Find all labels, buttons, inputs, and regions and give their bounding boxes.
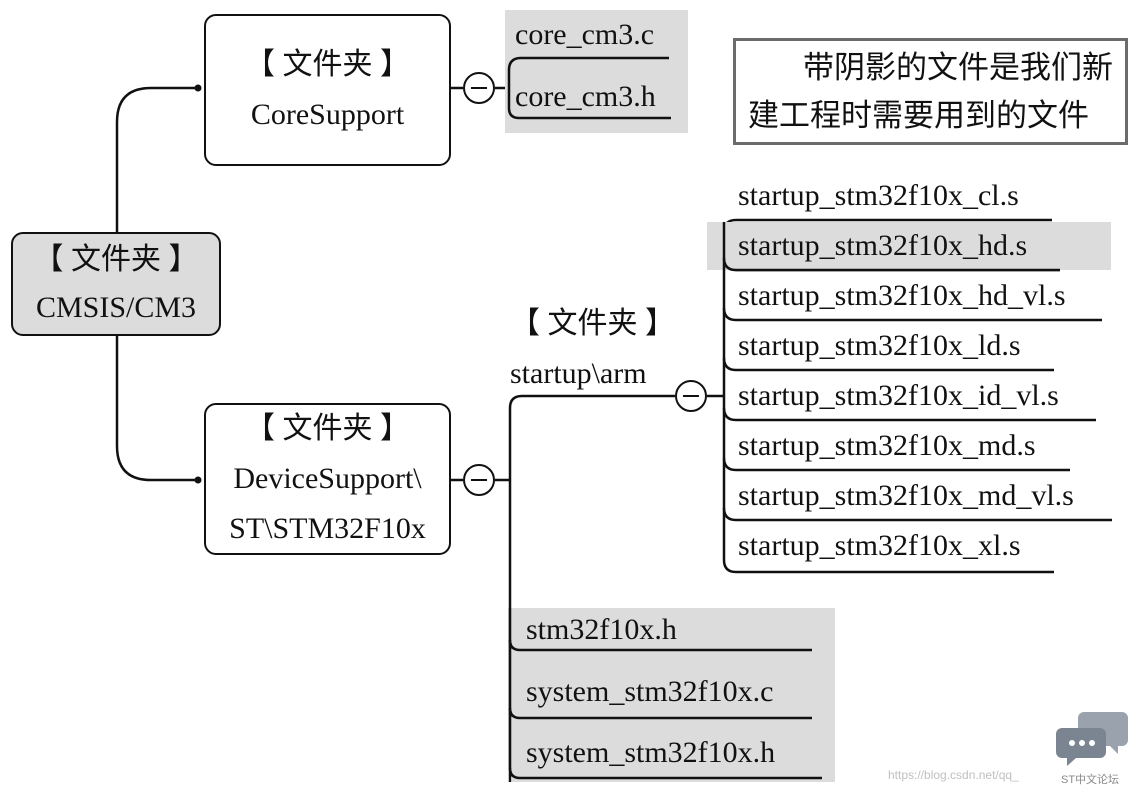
root-folder-tag: 【 文件夹 】 [33,243,199,276]
collapse-toggle-devicesupport[interactable] [463,464,495,496]
file-startup-id-vl: startup_stm32f10x_id_vl.s [738,379,1059,412]
collapse-toggle-coresupport[interactable] [463,72,495,104]
devicesupport-folder-name-1: DeviceSupport\ [233,462,422,495]
shade-device-files [512,608,835,782]
connector-root-core [115,86,197,232]
watermark-url: https://blog.csdn.net/qq_ [888,768,1019,782]
underline-startup-id-vl [722,407,1096,422]
legend-note-line2: 建工程时需要用到的文件 [748,98,1089,133]
file-startup-md: startup_stm32f10x_md.s [738,429,1036,462]
coresupport-folder-tag: 【 文件夹 】 [245,48,410,81]
file-core-cm3-c: core_cm3.c [515,18,655,51]
root-folder-node: 【 文件夹 】 CMSIS/CM3 [11,232,221,336]
watermark-brand: ST中文论坛 [1061,774,1120,786]
root-folder-name: CMSIS/CM3 [35,291,197,324]
arrow-dot-core [194,84,202,92]
coresupport-folder-name: CoreSupport [250,98,405,131]
devicesupport-folder-tag: 【 文件夹 】 [245,412,410,445]
file-system-stm32f10x-c: system_stm32f10x.c [526,675,774,708]
legend-note: 带阴影的文件是我们新 建工程时需要用到的文件 [733,38,1128,145]
coresupport-folder-node: 【 文件夹 】 CoreSupport [204,14,451,166]
connector-device-trunk [508,394,675,480]
file-startup-ld: startup_stm32f10x_ld.s [738,329,1021,362]
startup-arm-folder-name: startup\arm [510,357,647,390]
startup-arm-folder-tag: 【 文件夹 】 [510,307,675,340]
file-startup-hd-vl: startup_stm32f10x_hd_vl.s [738,279,1066,312]
devicesupport-folder-name-2: ST\STM32F10x [229,512,426,545]
legend-note-line1: 带阴影的文件是我们新 [803,50,1113,85]
shade-startup-hd [707,222,1111,270]
file-startup-md-vl: startup_stm32f10x_md_vl.s [738,479,1074,512]
underline-startup-hd-vl [722,307,1102,322]
devicesupport-folder-node: 【 文件夹 】 DeviceSupport\ ST\STM32F10x [204,403,451,555]
file-startup-hd: startup_stm32f10x_hd.s [738,229,1028,262]
connector-root-device [115,336,197,482]
shade-core-files [505,10,688,133]
file-stm32f10x-h: stm32f10x.h [526,613,677,646]
file-startup-xl: startup_stm32f10x_xl.s [738,529,1021,562]
file-startup-cl: startup_stm32f10x_cl.s [738,179,1019,212]
underline-startup-ld [722,357,1054,372]
arrow-dot-device [194,476,202,484]
file-system-stm32f10x-h: system_stm32f10x.h [526,736,776,769]
chat-bubble-icon [1056,712,1128,766]
file-core-cm3-h: core_cm3.h [515,80,656,113]
underline-startup-md [722,457,1070,472]
underline-startup-md-vl [722,507,1112,522]
collapse-toggle-startup-arm[interactable] [675,380,707,412]
